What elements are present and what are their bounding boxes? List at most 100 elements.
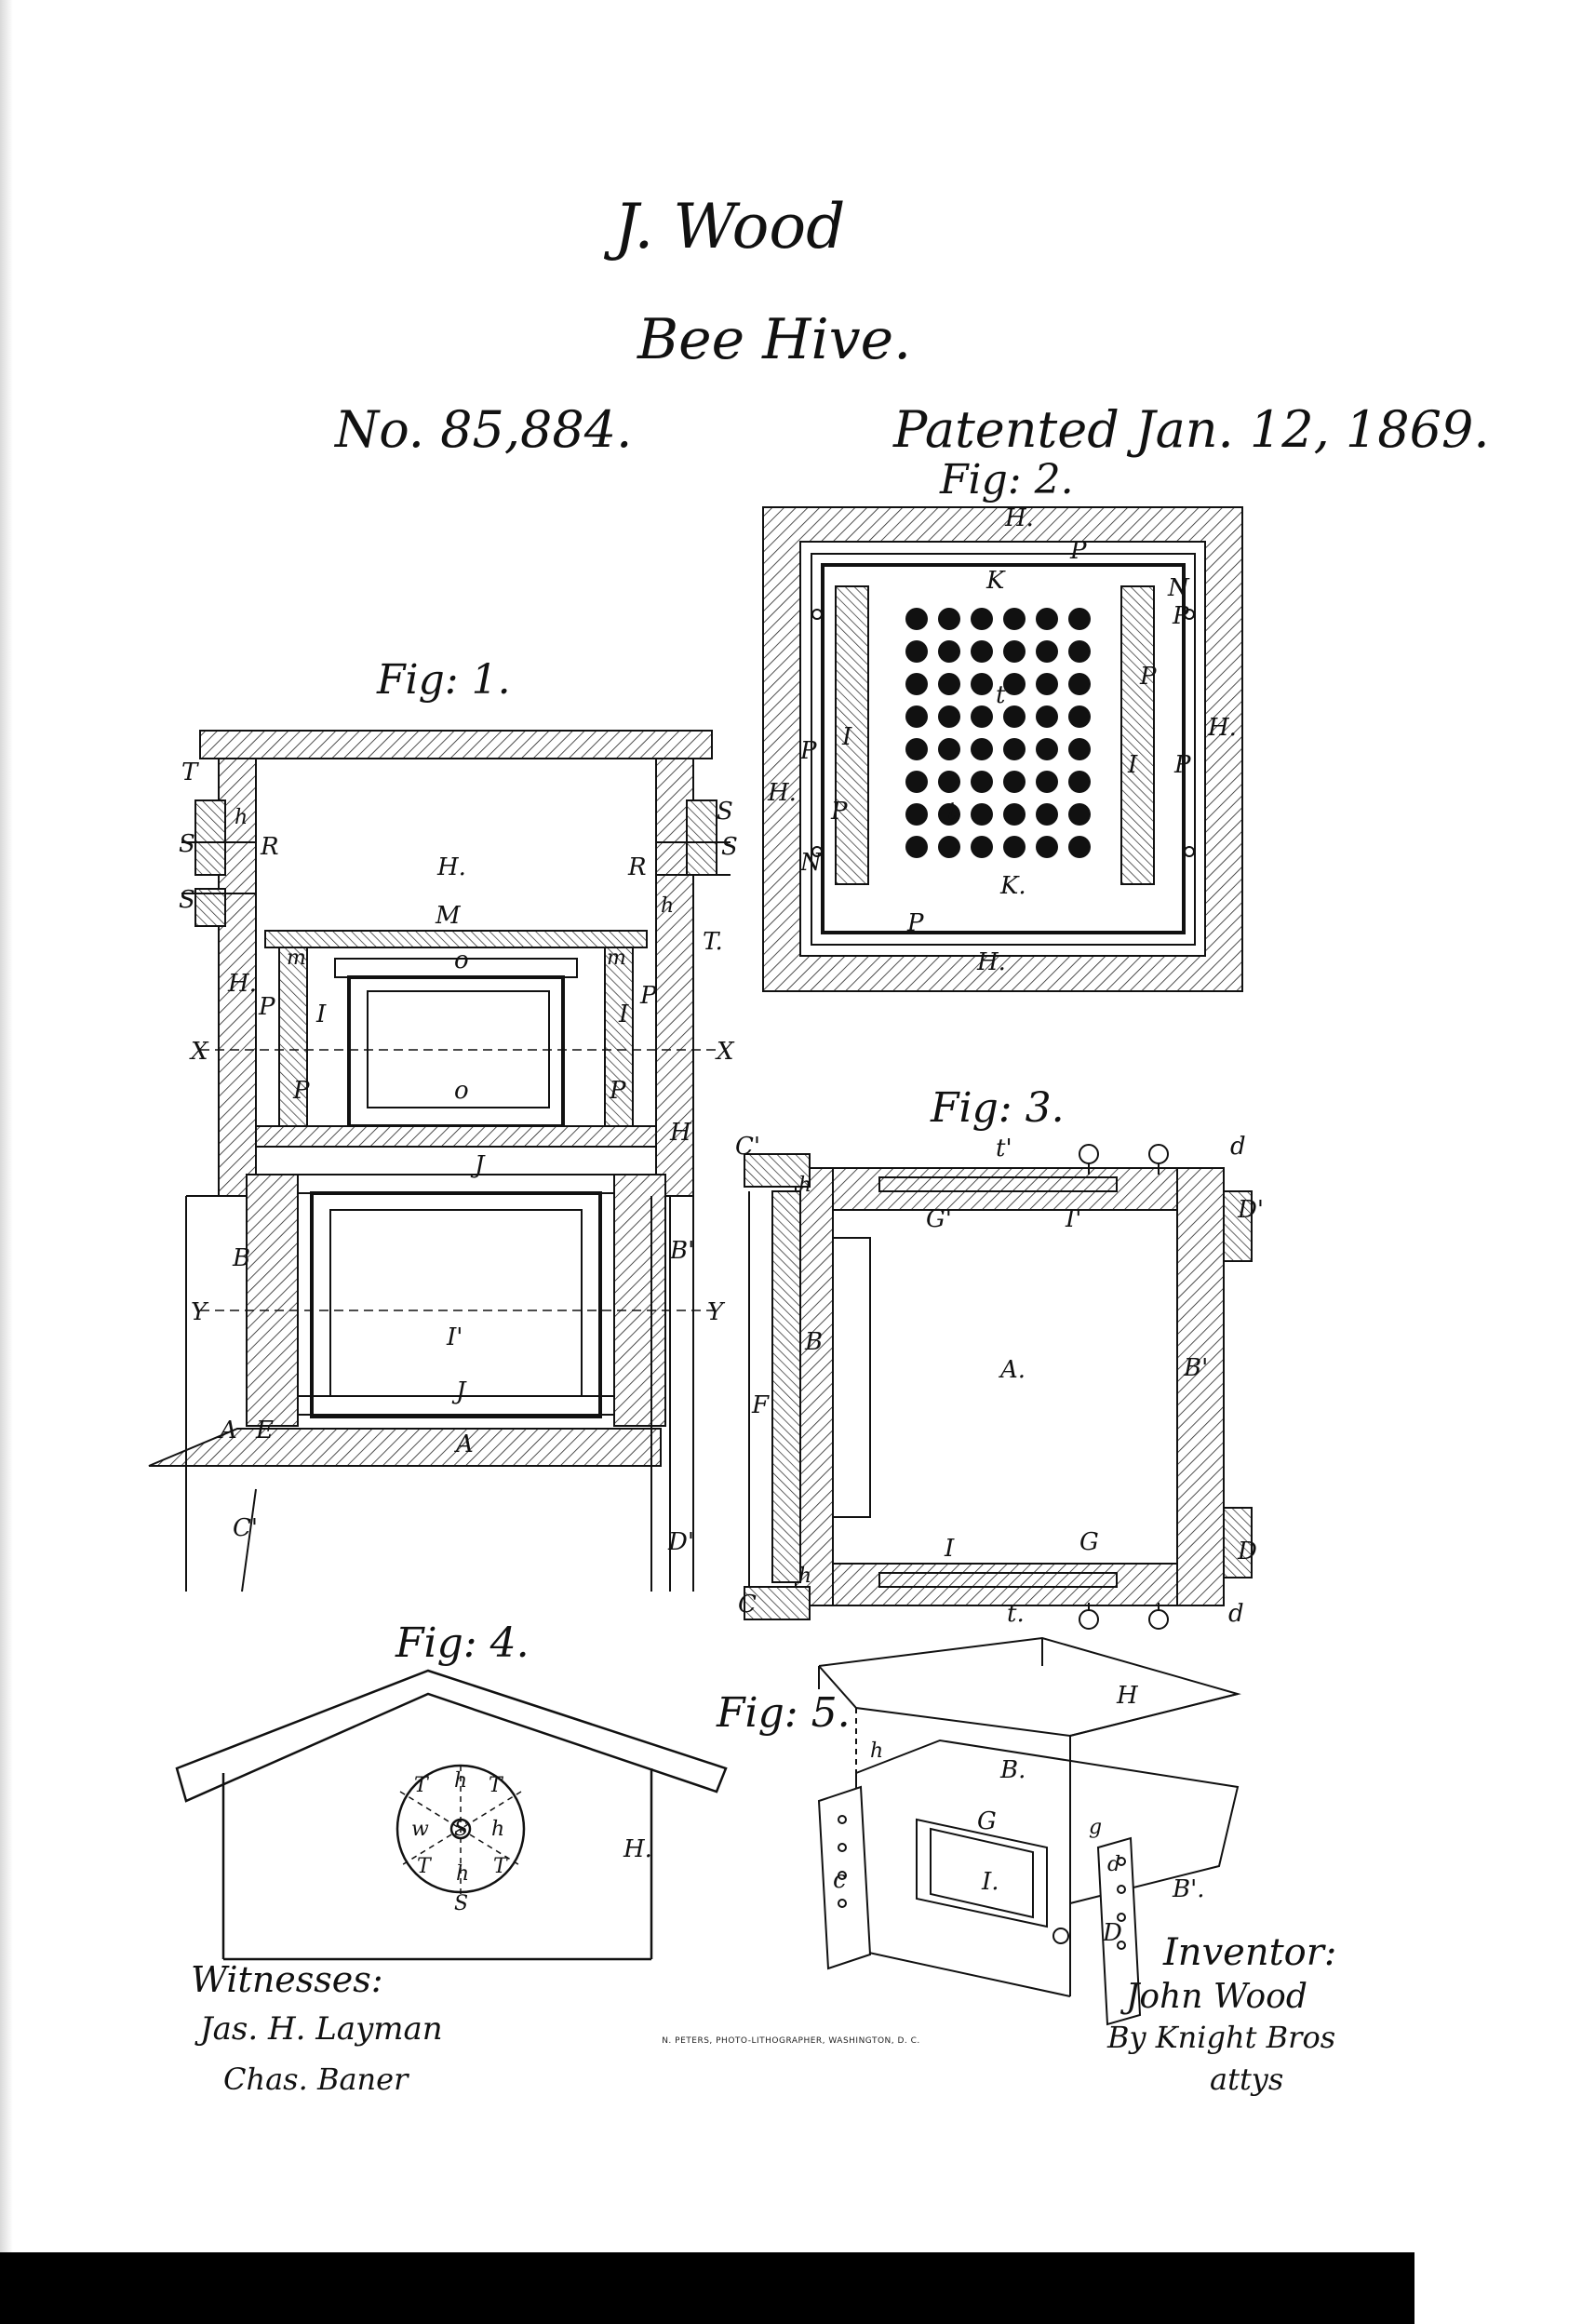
fig1-label: H. [227,970,257,998]
fig2-label: K. [999,872,1026,900]
invention-title: Bee Hive. [637,307,912,372]
fig2-label: P [1172,602,1189,630]
fig4-label: h [456,1862,469,1886]
fig5-label: g [1089,1816,1102,1839]
fig3-label: h [798,1174,811,1197]
fig1-label: h [661,894,674,918]
fig2-label: I [1127,751,1138,779]
fig5-label: c [833,1866,847,1894]
attorney-signature: By Knight Bros [1107,2020,1336,2055]
scan-edge-shadow [0,0,13,2324]
fig3-title: Fig: 3. [931,1084,1065,1132]
fig3-drawing [744,1144,1253,1630]
fig1-label: R [627,853,647,881]
fig2-label: P [1139,663,1157,691]
fig3-label: D' [1237,1196,1264,1224]
fig1-label: D' [667,1528,694,1556]
fig1-label: S [179,830,195,858]
fig2-title: Fig: 2. [940,456,1074,504]
fig3-label: h [798,1565,811,1588]
fig1-label: h [235,806,248,829]
fig2-label: H. [1207,714,1237,742]
fig1-labels: T h S S R H. R S S h T. M m o m H. P I I… [179,759,738,1556]
printer-credit: N. PETERS, PHOTO-LITHOGRAPHER, WASHINGTO… [662,2036,920,2046]
fig1-label: X [715,1038,735,1066]
fig3-label: I' [1065,1205,1081,1233]
fig1-label: A [454,1431,474,1458]
fig3-label: t. [1007,1600,1025,1628]
inventor-short-name: J. Wood [614,191,846,262]
fig2-label: K [985,567,1006,595]
fig1-label: P [258,993,275,1021]
fig1-label: M [435,902,462,930]
fig1-label: o [454,947,469,974]
fig2-label: t [947,798,958,826]
fig3-label: d [1230,1133,1246,1161]
fig4-label: w [411,1818,429,1841]
fig1-label: I [618,1001,629,1028]
fig3-label: d [1228,1600,1244,1628]
fig5-label: I. [981,1868,999,1896]
fig2-label: P [906,909,924,937]
fig2-label: H. [767,779,797,807]
fig5-drawing [817,1636,1241,2026]
fig1-label: J [451,1377,467,1405]
scan-bottom-black-bar [0,2252,1414,2324]
fig1-label: B' [669,1237,694,1265]
fig1-label: m [607,947,626,970]
fig3-label: G' [926,1205,952,1233]
inventor-signature: John Wood [1126,1978,1307,2016]
fig4-label: S [454,1892,468,1915]
fig2-label: P [799,737,817,765]
fig2-label: I [841,723,852,751]
fig4-label: h [454,1769,467,1793]
fig1-label: S [179,886,195,914]
fig5-label: H [1116,1682,1139,1710]
fig2-drawing [762,506,1243,992]
fig4-label: T [414,1774,430,1797]
fig1-label: I' [446,1323,463,1351]
fig2-labels: H. P K N P H. t I I P H. P P P t N K. P … [767,504,1237,976]
fig1-label: J [470,1151,486,1179]
fig5-label: B. [999,1756,1026,1784]
fig1-label: A [218,1417,237,1444]
fig3-label: B [804,1328,823,1356]
witness-signature: Jas. H. Layman [200,2010,443,2048]
fig5-label: d [1107,1853,1120,1876]
fig1-label: S [721,833,738,861]
fig1-label: H [669,1119,692,1147]
fig1-label: P [292,1077,310,1105]
fig1-label: P [639,982,657,1010]
fig3-label: t' [996,1135,1012,1162]
fig2-label: H. [976,948,1006,976]
fig2-label: P [1173,751,1191,779]
fig4-label: h [491,1818,504,1841]
fig2-label: N [1167,574,1190,602]
fig2-label: t [996,681,1006,709]
fig3-label: C [738,1591,757,1619]
fig5-label: D [1102,1919,1122,1947]
fig4-label: T [489,1774,504,1797]
fig3-label: F [751,1391,770,1419]
fig1-label: Y [191,1298,209,1326]
fig1-label: C' [233,1514,258,1542]
fig3-label: B' [1183,1354,1208,1382]
fig1-label: R [260,833,279,861]
inventor-label: Inventor: [1163,1931,1337,1974]
fig4-label: H. [623,1835,652,1863]
fig1-label: T [181,759,199,786]
fig3-label: C' [735,1133,760,1161]
witness-signature: Chas. Baner [223,2062,409,2097]
fig1-label: I [315,1001,327,1028]
fig4-label: S [454,1818,468,1841]
fig1-label: Y [707,1298,726,1326]
fig5-label: B'. [1172,1875,1205,1903]
fig1-label: B [232,1244,250,1272]
fig1-title: Fig: 1. [377,656,511,704]
fig1-label: S [717,798,733,826]
patent-date: Patented Jan. 12, 1869. [893,400,1490,459]
fig2-label: P [830,798,848,826]
fig2-label: N [799,849,823,877]
